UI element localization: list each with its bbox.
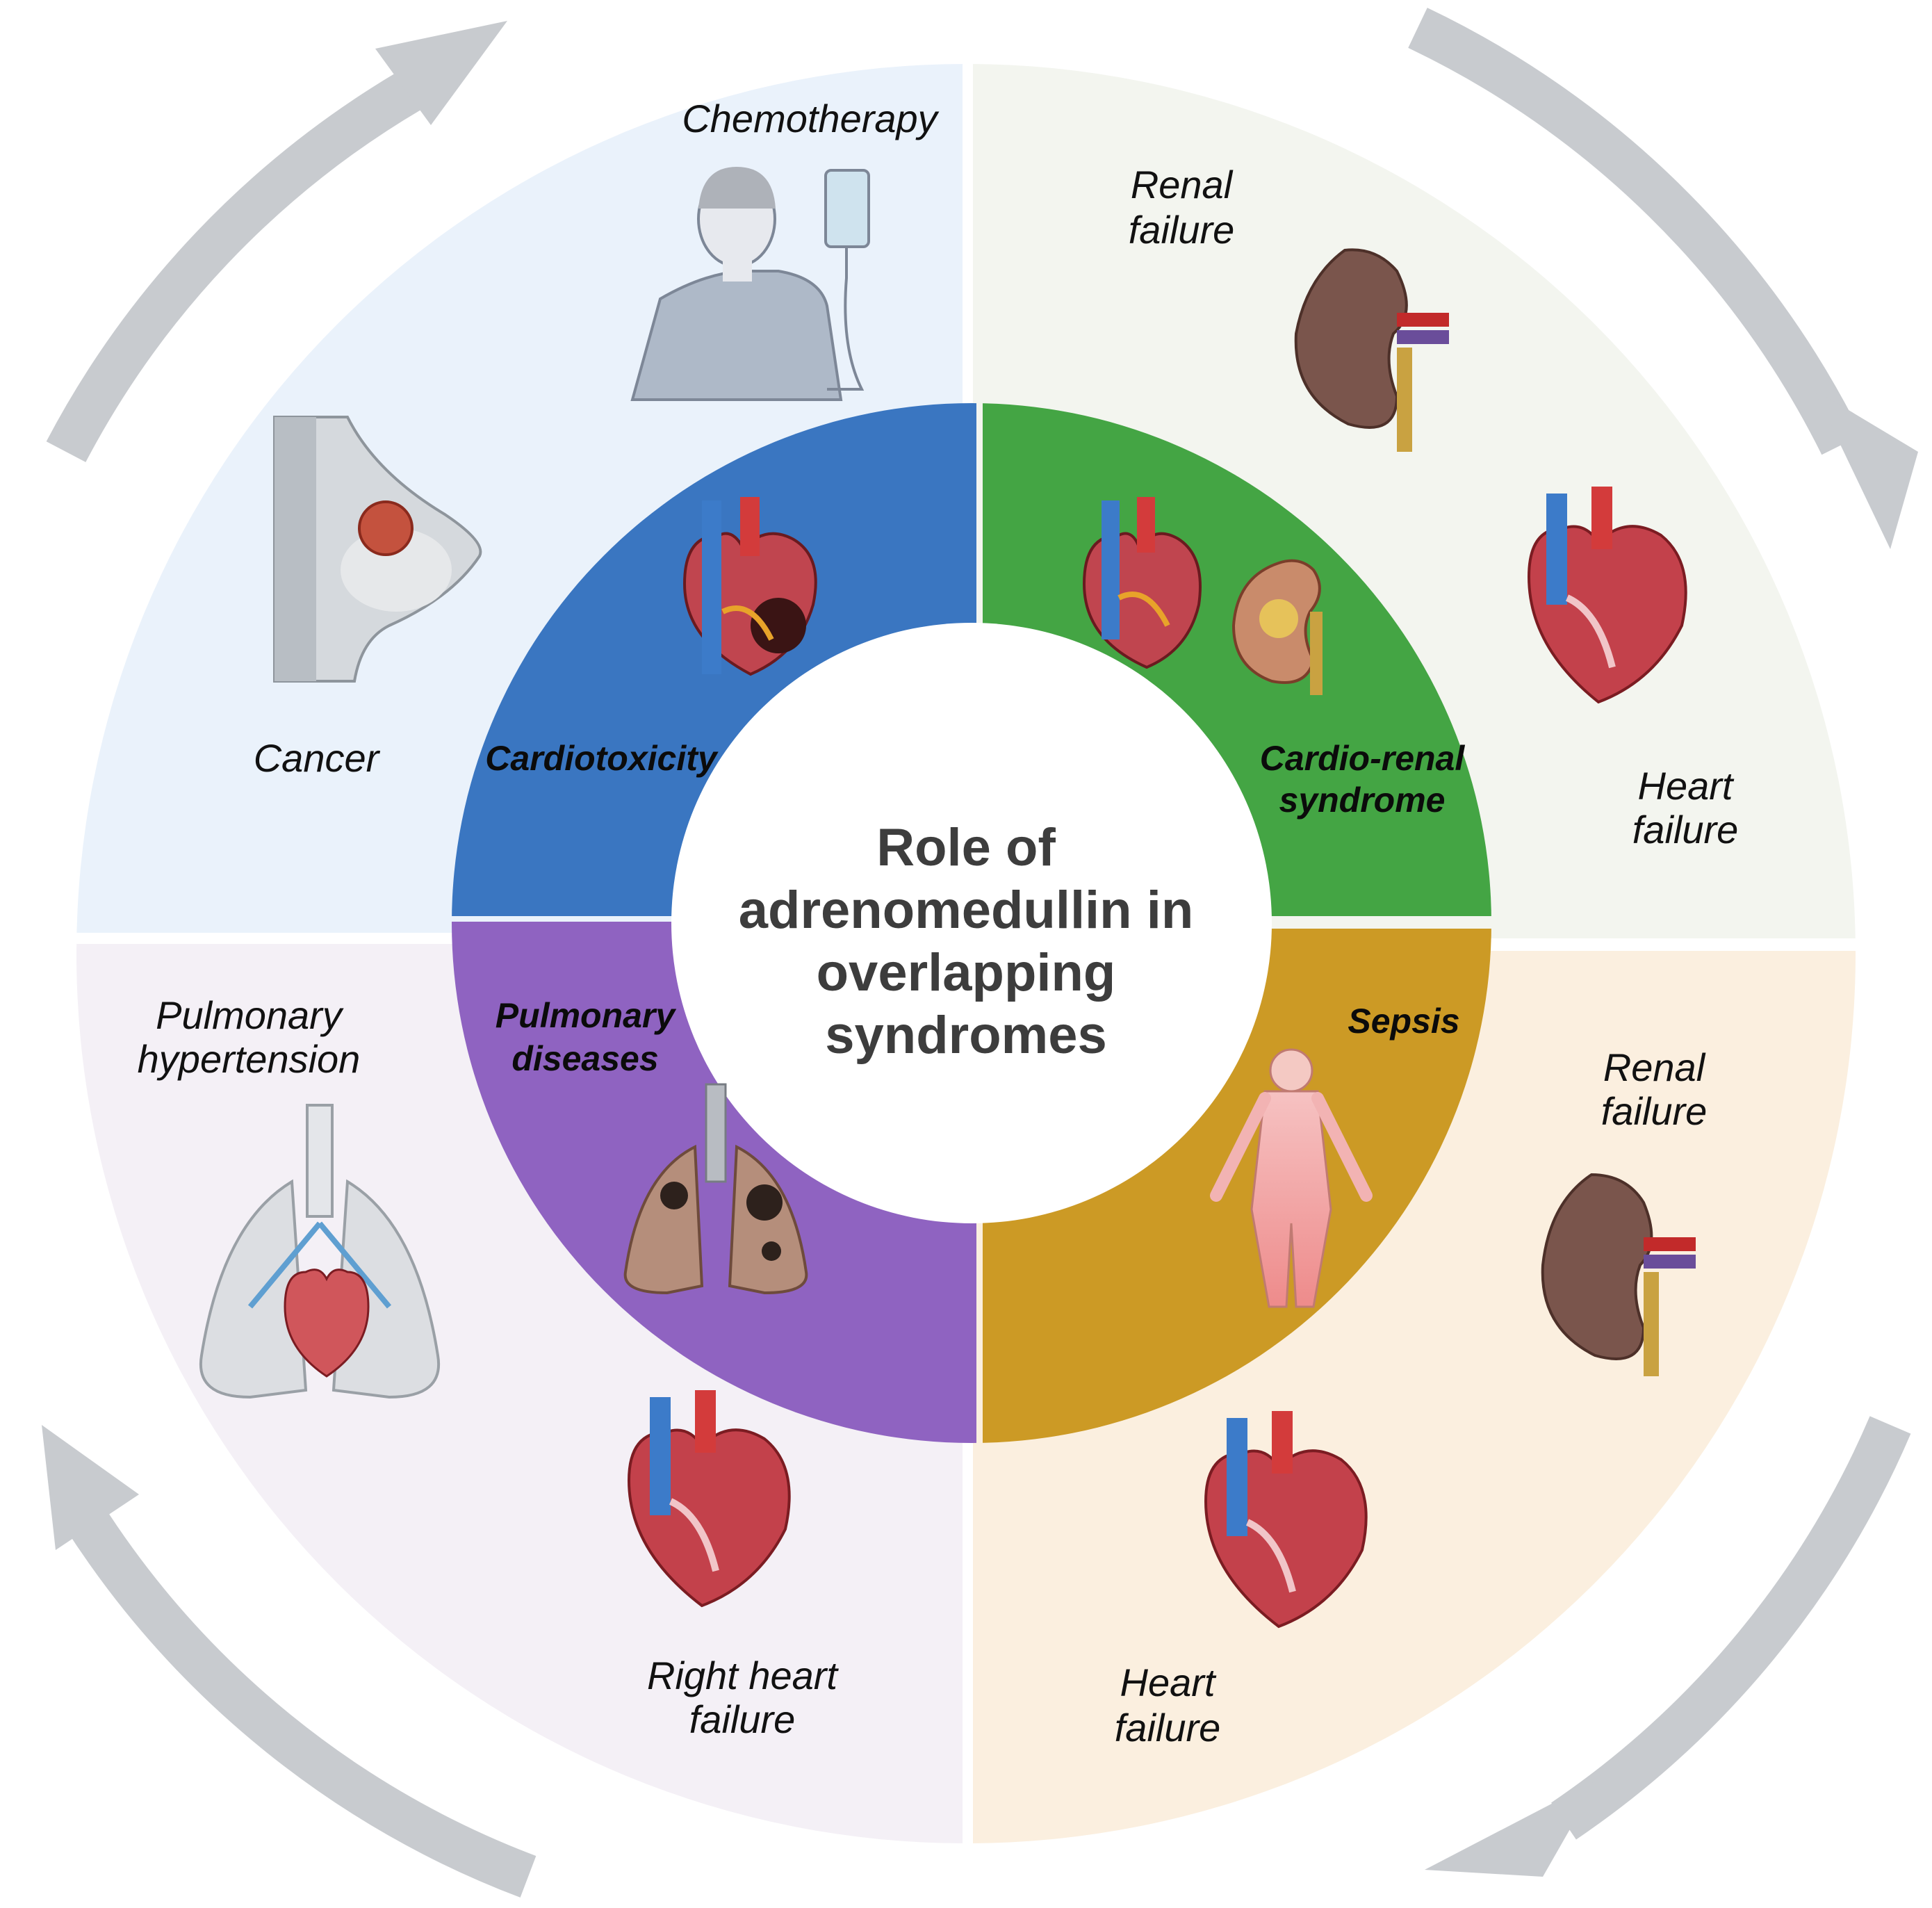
kidney-icon-br [1541, 1173, 1696, 1376]
outer-label-heart-2: failure [1632, 808, 1739, 851]
inner-label-cardio-renal-2: syndrome [1279, 781, 1446, 820]
inner-label-cardiotoxicity: Cardiotoxicity [485, 739, 719, 778]
heart-icon [1527, 487, 1687, 704]
patient-iv-drip-icon [630, 167, 870, 401]
inner-label-pulmonary-1: Pulmonary [496, 996, 677, 1035]
arrow-top-right [1408, 8, 1918, 549]
outer-label-pulmonary-htn-1: Pulmonary [156, 993, 344, 1037]
heart-icon-br [1204, 1411, 1368, 1629]
breast-tumor-icon [273, 416, 482, 683]
title-line-3: overlapping [817, 943, 1116, 1002]
kidney-icon [1294, 248, 1449, 452]
diseased-lungs-icon [623, 1083, 808, 1295]
outer-label-right-heart-1: Right heart [647, 1654, 839, 1697]
inner-label-pulmonary-2: diseases [511, 1039, 658, 1078]
outer-label-heart-br-1: Heart [1120, 1661, 1217, 1704]
cardio-renal-heart-icon [1082, 497, 1202, 669]
outer-label-chemotherapy: Chemotherapy [682, 97, 939, 140]
outer-label-cancer: Cancer [254, 736, 381, 780]
outer-label-heart-br-2: failure [1115, 1706, 1221, 1750]
outer-label-renal-br-2: failure [1601, 1089, 1708, 1133]
heart-icon-bl [627, 1390, 791, 1608]
center-title: Role of adrenomedullin in overlapping sy… [739, 818, 1194, 1065]
center-circle [671, 623, 1272, 1223]
outer-label-heart-1: Heart [1638, 764, 1735, 808]
title-line-1: Role of [876, 818, 1056, 877]
outer-label-pulmonary-htn-2: hypertension [138, 1037, 361, 1081]
title-line-4: syndromes [825, 1006, 1107, 1065]
lungs-heart-icon [199, 1104, 441, 1399]
arrow-bottom-left [42, 1425, 537, 1898]
damaged-heart-icon [682, 497, 817, 676]
human-body-icon [1210, 1048, 1373, 1308]
arrow-top-left [46, 21, 507, 462]
cycle-arrows [42, 8, 1918, 1898]
title-line-2: adrenomedullin in [739, 881, 1194, 940]
outer-label-renal-2: failure [1129, 208, 1235, 252]
inner-label-cardio-renal-1: Cardio-renal [1260, 739, 1466, 778]
outer-label-right-heart-2: failure [689, 1697, 796, 1741]
inner-label-sepsis: Sepsis [1348, 1002, 1459, 1041]
kidney-section-icon [1231, 559, 1323, 695]
outer-label-renal-br-1: Renal [1603, 1045, 1706, 1089]
outer-label-renal-1: Renal [1131, 163, 1234, 206]
arrow-bottom-right [1425, 1416, 1911, 1877]
